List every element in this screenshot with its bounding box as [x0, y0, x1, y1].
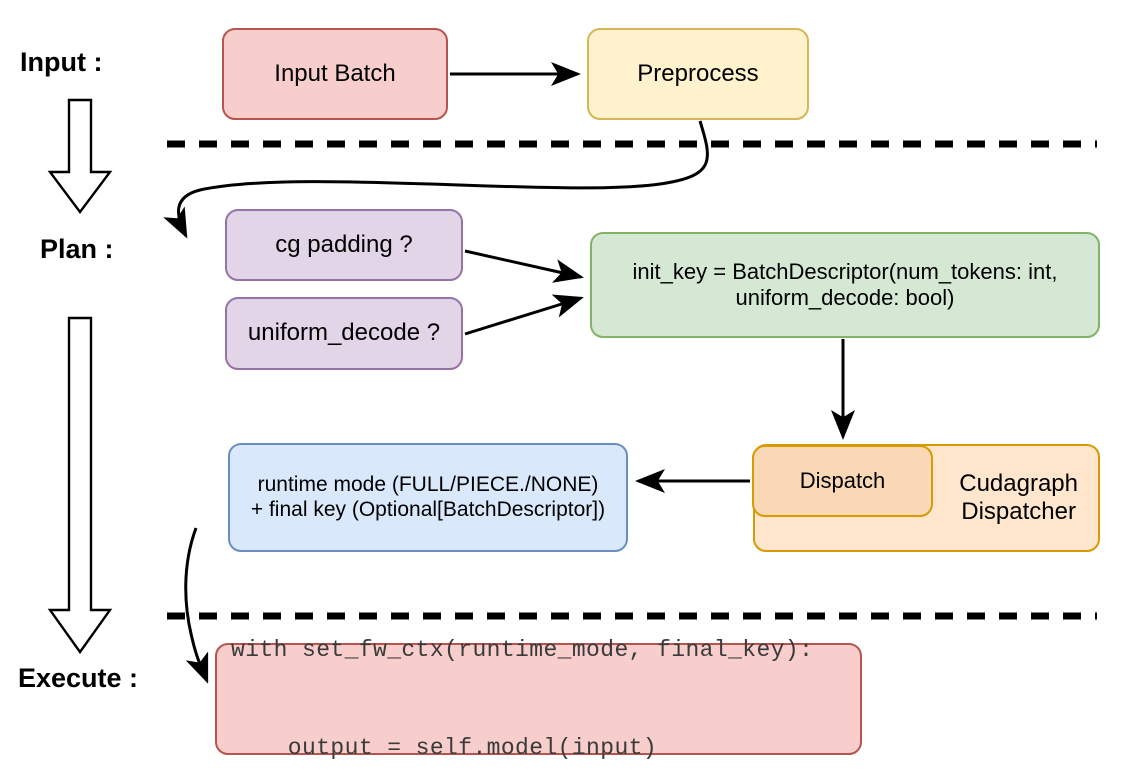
node-uniform-decode-label: uniform_decode ?: [247, 319, 441, 347]
node-preprocess-label: Preprocess: [637, 59, 759, 87]
connector-uniform-decode-to-init-key: [464, 294, 584, 336]
node-execute-code-line1: with set_fw_ctx(runtime_mode, final_key)…: [231, 636, 814, 663]
node-init-key-line1: init_key = BatchDescriptor(num_tokens: i…: [632, 259, 1058, 285]
stage-label-input: Input :: [20, 47, 103, 77]
stage-label-execute: Execute :: [18, 663, 139, 693]
stage-arrow-input-to-plan: [47, 98, 113, 214]
node-cudagraph-dispatcher-line2: Dispatcher: [961, 498, 1076, 525]
node-runtime-mode[interactable]: runtime mode (FULL/PIECE./NONE) + final …: [228, 443, 628, 552]
node-input-batch-label: Input Batch: [274, 59, 396, 87]
node-dispatch[interactable]: Dispatch: [752, 445, 933, 517]
node-init-key[interactable]: init_key = BatchDescriptor(num_tokens: i…: [590, 232, 1100, 338]
node-uniform-decode[interactable]: uniform_decode ?: [225, 297, 463, 370]
stage-label-plan: Plan :: [40, 234, 114, 264]
node-cudagraph-dispatcher-line1: Cudagraph: [959, 469, 1078, 497]
node-execute-code-line2: output = self.model(input): [231, 734, 658, 761]
node-preprocess[interactable]: Preprocess: [587, 28, 809, 120]
node-cg-padding[interactable]: cg padding ?: [225, 209, 463, 281]
node-runtime-mode-line1: runtime mode (FULL/PIECE./NONE): [257, 472, 599, 496]
node-cg-padding-label: cg padding ?: [275, 230, 413, 258]
connector-cg-padding-to-init-key: [464, 249, 584, 283]
connector-runtime-mode-to-execute-code: [184, 527, 209, 684]
node-input-batch[interactable]: Input Batch: [222, 28, 448, 120]
stage-arrow-plan-to-execute: [47, 316, 113, 655]
node-init-key-line2: uniform_decode: bool): [735, 285, 955, 310]
node-dispatch-label: Dispatch: [799, 468, 886, 494]
node-runtime-mode-line2: + final key (Optional[BatchDescriptor]): [250, 497, 606, 521]
node-execute-code[interactable]: with set_fw_ctx(runtime_mode, final_key)…: [215, 637, 862, 761]
